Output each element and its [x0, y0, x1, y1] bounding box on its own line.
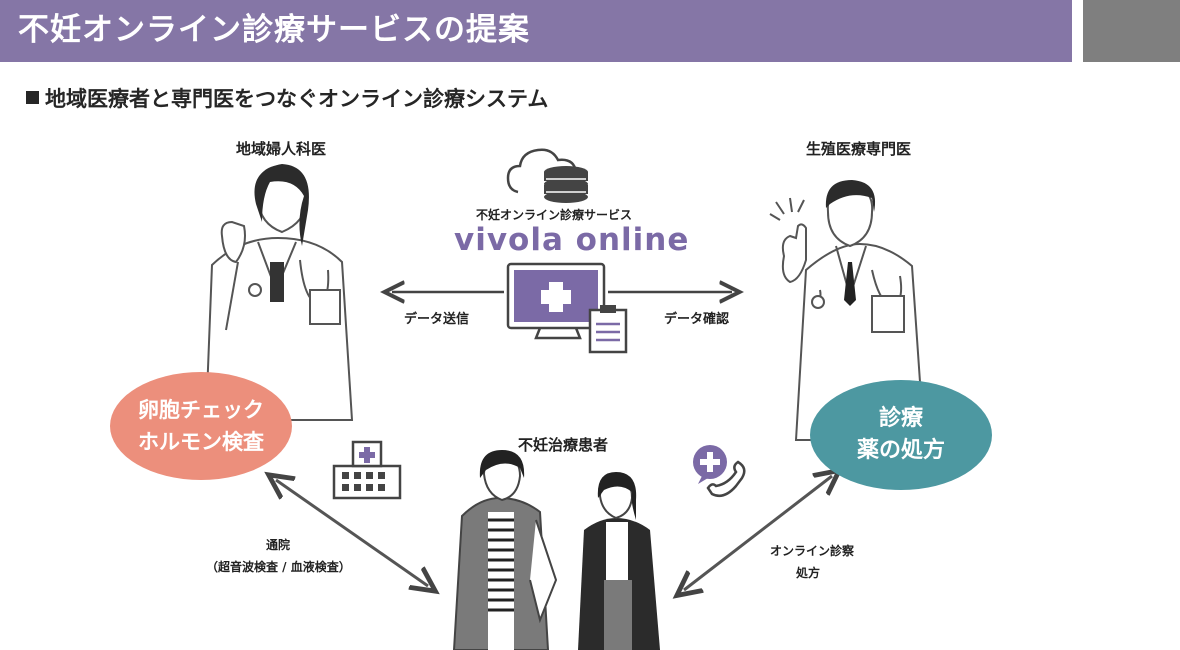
section-title-text: 地域医療者と専門医をつなぐオンライン診療システム — [45, 87, 549, 111]
monitor-medical-icon — [506, 262, 606, 340]
patient-label: 不妊治療患者 — [518, 436, 609, 454]
prescription-label: 処方 — [796, 566, 821, 580]
brand-logo: vivola online — [454, 222, 690, 258]
right-oval-line2: 薬の処方 — [856, 438, 945, 463]
phone-medical-icon — [693, 445, 746, 497]
visit-label: 通院 — [266, 538, 291, 552]
left-service-oval: 卵胞チェック ホルモン検査 — [110, 372, 292, 480]
square-bullet-icon — [26, 91, 39, 104]
right-oval-line1: 診療 — [878, 406, 923, 431]
hospital-icon — [332, 440, 402, 500]
visit-arrow — [276, 480, 428, 586]
cloud-database-icon — [506, 148, 588, 203]
left-doctor-label: 地域婦人科医 — [236, 140, 327, 158]
section-title: 地域医療者と専門医をつなぐオンライン診療システム — [26, 83, 548, 113]
data-send-label: データ送信 — [404, 312, 470, 327]
visit-detail-label: （超音波検査 / 血液検査） — [206, 560, 351, 574]
header-corner-block — [1083, 0, 1180, 62]
right-service-oval: 診療 薬の処方 — [810, 380, 992, 490]
service-caption: 不妊オンライン診療サービス — [476, 208, 633, 222]
header-bar: 不妊オンライン診療サービスの提案 — [0, 0, 1072, 62]
online-consult-arrow — [684, 476, 832, 590]
clipboard-icon — [588, 305, 628, 354]
patient-couple-figure — [452, 450, 660, 650]
left-doctor-figure — [204, 164, 354, 421]
right-doctor-label: 生殖医療専門医 — [806, 140, 912, 158]
data-check-label: データ確認 — [664, 312, 730, 327]
online-consult-label: オンライン診察 — [770, 544, 855, 558]
left-oval-line2: ホルモン検査 — [138, 430, 264, 454]
page-title: 不妊オンライン診療サービスの提案 — [18, 12, 530, 48]
left-oval-line1: 卵胞チェック — [138, 398, 264, 422]
